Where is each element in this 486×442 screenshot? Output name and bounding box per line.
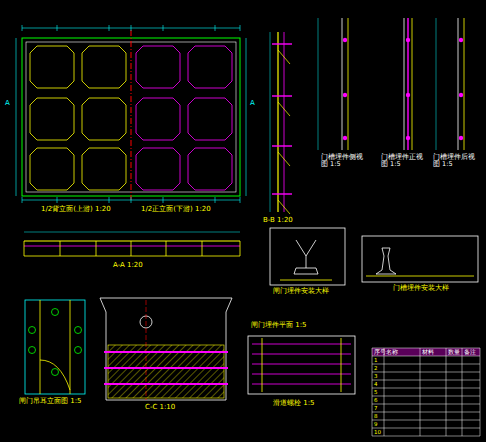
table-cell: 3 xyxy=(373,373,379,379)
slot-embedded-views xyxy=(318,18,464,150)
lifting-lug-elevation xyxy=(25,300,85,394)
table-cell: 9 xyxy=(373,421,379,427)
table-cell: 数量 xyxy=(447,349,461,355)
table-cell: 7 xyxy=(373,405,379,411)
table-cell: 10 xyxy=(373,429,382,435)
view-label: 门槽埋件侧视图 1:5 xyxy=(320,154,368,168)
table-cell: 2 xyxy=(373,365,379,371)
table-cell: 备注 xyxy=(463,349,477,355)
material-table xyxy=(372,348,480,436)
view-label: 闸门埋件安装大样 xyxy=(272,288,330,296)
view-label: 门槽埋件安装大样 xyxy=(392,285,450,293)
table-cell: 5 xyxy=(373,389,379,395)
view-label: 闸门吊耳立面图 1:5 xyxy=(18,398,83,406)
section-a-a xyxy=(24,232,240,256)
view-label: C-C 1:10 xyxy=(144,404,176,412)
view-label: A-A 1:20 xyxy=(112,262,144,270)
table-cell: 1 xyxy=(373,357,379,363)
table-cell: 材料 xyxy=(421,349,435,355)
table-cell: 4 xyxy=(373,381,379,387)
section-c-c xyxy=(100,298,232,400)
table-cell: 6 xyxy=(373,397,379,403)
table-cell: 8 xyxy=(373,413,379,419)
view-label: A xyxy=(4,100,11,108)
view-label: 门槽埋件后视图 1:5 xyxy=(432,154,480,168)
view-label: 闸门埋件平面 1:5 xyxy=(250,322,308,330)
view-label: 滑道螺栓 1:5 xyxy=(272,400,316,408)
slot-embed-detail xyxy=(362,236,478,282)
gate-embed-detail xyxy=(270,228,345,285)
table-cell: 序号 xyxy=(373,349,387,355)
embed-plan xyxy=(248,336,355,394)
view-label: A xyxy=(249,100,256,108)
table-cell: 名称 xyxy=(385,349,399,355)
view-label: 1/2正立面(下游) 1:20 xyxy=(140,206,212,214)
view-label: 1/2背立面(上游) 1:20 xyxy=(40,206,112,214)
view-label: 门槽埋件正视图 1:5 xyxy=(380,154,428,168)
view-label: B-B 1:20 xyxy=(262,217,294,225)
section-b-b xyxy=(270,32,292,214)
gate-elevation xyxy=(16,25,246,203)
